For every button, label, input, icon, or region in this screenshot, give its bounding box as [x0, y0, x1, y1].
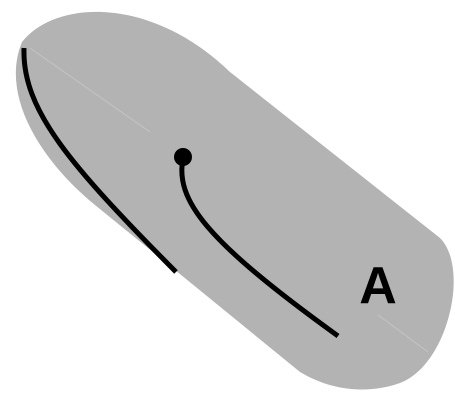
pivot-dot: [174, 148, 192, 166]
label-a: A: [359, 257, 397, 315]
capsule-shape: [15, 11, 454, 390]
seam-line-lower: [377, 314, 429, 353]
inner-curve: [179, 157, 340, 339]
seam-line-upper: [29, 47, 151, 133]
left-curve: [21, 47, 178, 274]
